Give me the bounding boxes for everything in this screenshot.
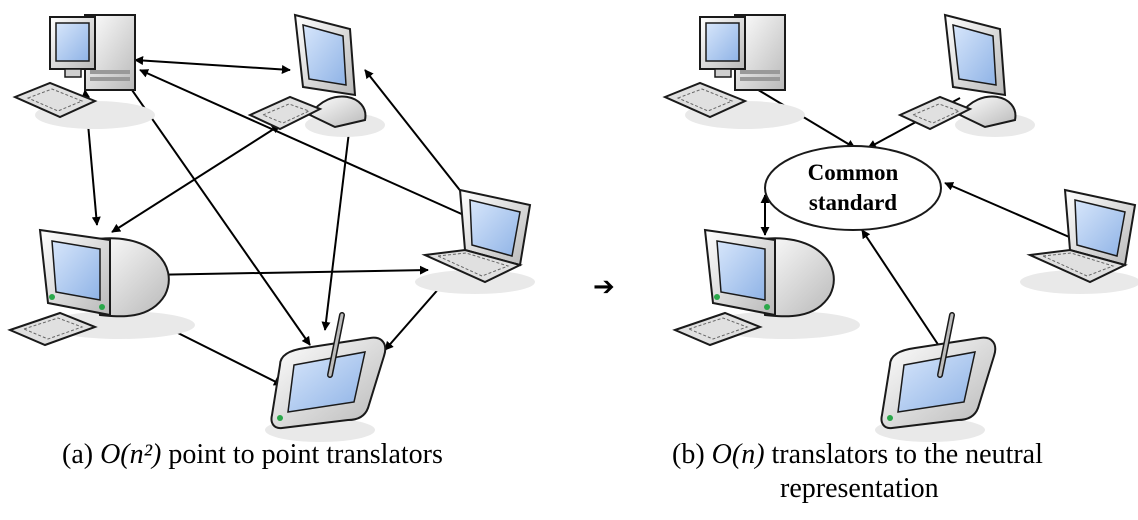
caption-a-text: point to point translators	[168, 439, 443, 470]
crt-monitor-icon	[9, 229, 196, 346]
tablet-icon	[265, 315, 385, 442]
edge	[321, 106, 356, 331]
caption-a: (a) O(n²) point to point translators	[62, 438, 443, 472]
laptop-icon	[1019, 189, 1138, 295]
crt-monitor-icon	[249, 14, 386, 138]
panel-a	[9, 14, 536, 442]
connection-arrows	[81, 56, 476, 386]
caption-b-label: (b)	[672, 439, 705, 470]
caption-b-text-2: representation	[780, 473, 939, 504]
hub-label-line2: standard	[809, 190, 897, 215]
common-standard-hub: Common standard	[764, 145, 942, 231]
caption-b: (b) O(n) translators to the neutral	[672, 438, 1043, 472]
desktop-computer-icon	[664, 14, 806, 130]
edge	[134, 56, 291, 74]
caption-b-line2: representation	[780, 472, 939, 506]
tablet-icon	[875, 315, 995, 442]
edge	[111, 124, 281, 233]
transition-arrow: ➔	[593, 272, 615, 302]
edge	[144, 265, 429, 280]
desktop-computer-icon	[14, 14, 156, 130]
hub-label-line1: Common	[808, 160, 899, 185]
edge	[944, 182, 1084, 244]
crt-monitor-icon	[674, 229, 861, 346]
caption-a-label: (a)	[62, 439, 94, 470]
caption-b-complexity: O(n)	[711, 439, 765, 470]
crt-monitor-icon	[899, 14, 1036, 138]
edge	[364, 69, 471, 204]
panel-b: Common standard	[664, 14, 1138, 442]
laptop-icon	[414, 189, 536, 295]
caption-b-text: translators to the neutral	[771, 439, 1043, 470]
caption-a-complexity: O(n²)	[100, 439, 162, 470]
